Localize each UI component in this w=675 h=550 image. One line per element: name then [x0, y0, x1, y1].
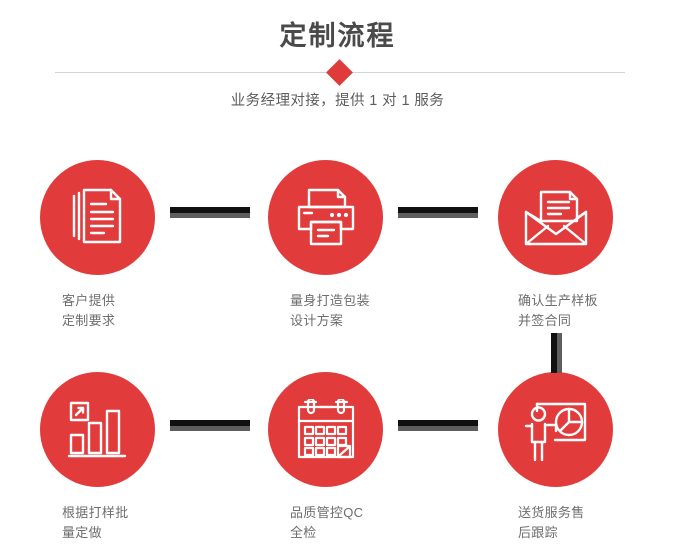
header: 定制流程 业务经理对接，提供 1 对 1 服务 [0, 0, 675, 130]
title-divider [0, 59, 675, 86]
page-title: 定制流程 [279, 21, 396, 51]
connector-bar-dark [398, 207, 478, 213]
connector-step2-step3 [398, 207, 478, 218]
connector-step5-step6 [398, 420, 478, 431]
connector-step3-step6 [551, 333, 562, 373]
step-item-3[interactable]: 确认生产样板 并签合同 [476, 160, 636, 331]
step-6-label: 送货服务售 后跟踪 [518, 505, 585, 540]
page-subtitle: 业务经理对接，提供 1 对 1 服务 [230, 93, 445, 109]
red-diamond-icon [326, 59, 353, 86]
step-3-icon-circle [498, 160, 613, 275]
printer-icon [293, 186, 359, 250]
step-item-4[interactable]: 根据打样批 量定做 [18, 372, 178, 543]
step-item-2[interactable]: 量身打造包装 设计方案 [246, 160, 406, 331]
connector-bar-shadow [557, 333, 562, 373]
step-item-6[interactable]: 送货服务售 后跟踪 [476, 372, 636, 543]
step-2-label: 量身打造包装 设计方案 [290, 293, 370, 328]
step-6-icon-circle [498, 372, 613, 487]
step-4-icon-circle [40, 372, 155, 487]
envelope-letter-icon [522, 188, 590, 248]
step-4-label: 根据打样批 量定做 [62, 505, 129, 540]
bar-chart-growth-icon [67, 399, 129, 461]
step-1-icon-circle [40, 160, 155, 275]
process-steps: 客户提供 定制要求 量身打造包装 设计方案 [0, 150, 675, 550]
step-5-label: 品质管控QC 全检 [290, 505, 364, 540]
connector-bar-shadow [170, 426, 250, 431]
step-item-1[interactable]: 客户提供 定制要求 [18, 160, 178, 331]
presentation-pie-chart-icon [523, 398, 589, 462]
step-item-5[interactable]: 品质管控QC 全检 [246, 372, 406, 543]
step-3-label: 确认生产样板 并签合同 [518, 293, 598, 328]
connector-bar-shadow [170, 213, 250, 218]
connector-bar-dark [170, 420, 250, 426]
step-2-icon-circle [268, 160, 383, 275]
connector-bar-dark [551, 333, 557, 373]
connector-bar-shadow [398, 426, 478, 431]
connector-step1-step2 [170, 207, 250, 218]
connector-step4-step5 [170, 420, 250, 431]
connector-bar-shadow [398, 213, 478, 218]
step-1-label: 客户提供 定制要求 [62, 293, 116, 328]
documents-stack-icon [66, 186, 130, 250]
calendar-check-icon [294, 398, 358, 461]
connector-bar-dark [170, 207, 250, 213]
step-5-icon-circle [268, 372, 383, 487]
connector-bar-dark [398, 420, 478, 426]
